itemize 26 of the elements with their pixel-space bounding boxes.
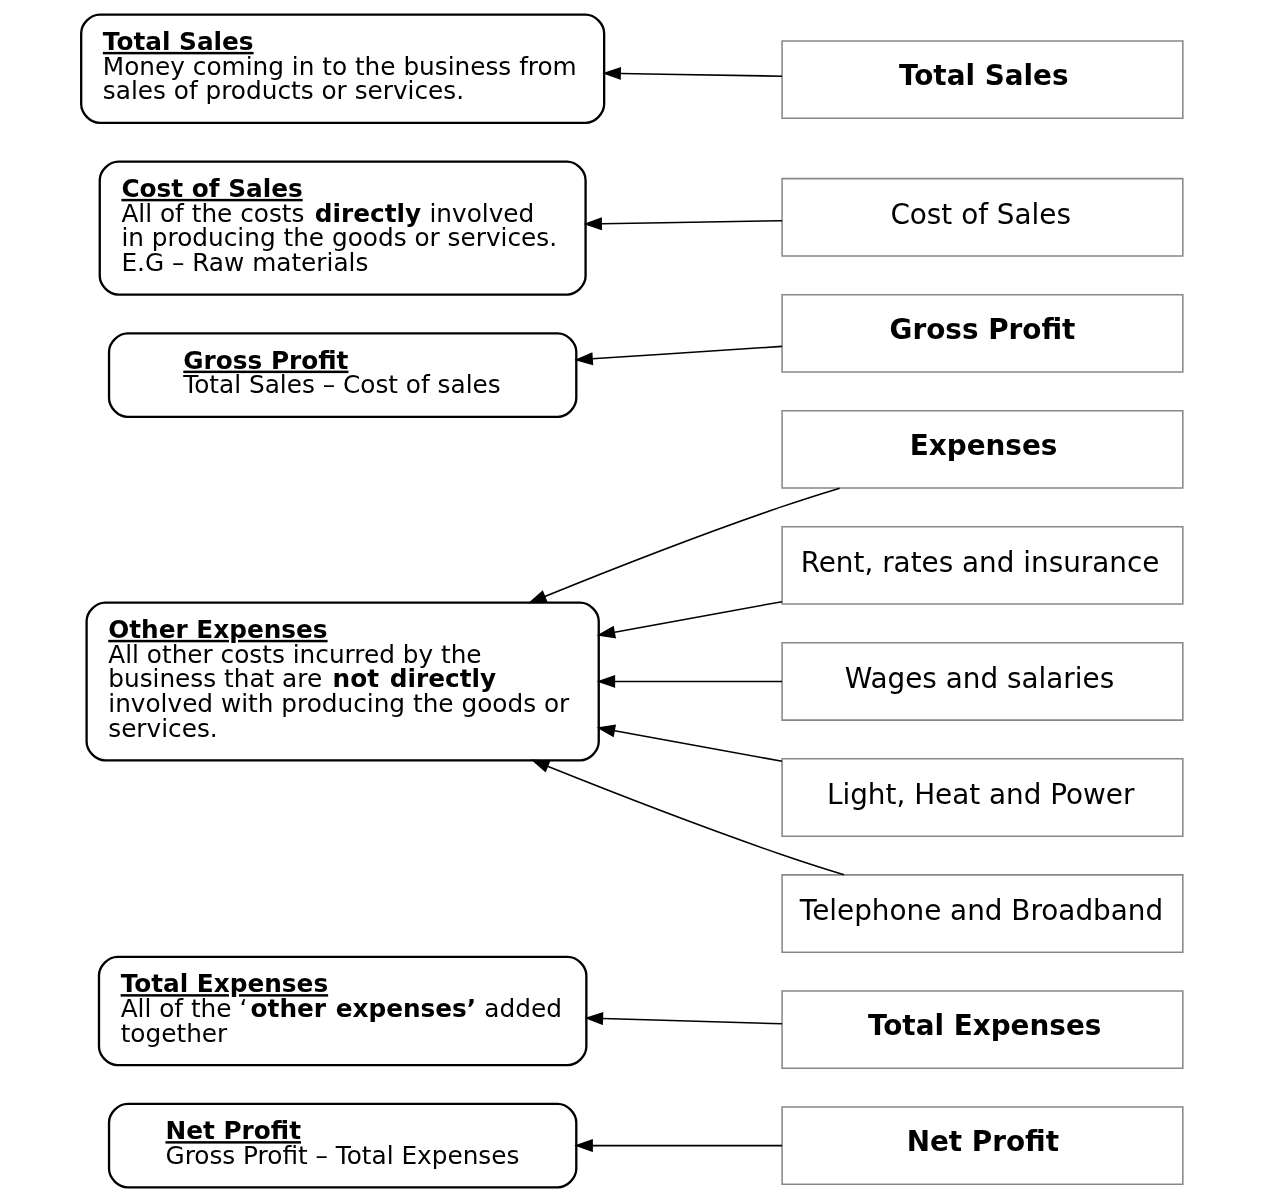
arrow — [574, 1139, 783, 1153]
node-box: Cost of Sales — [781, 177, 1184, 257]
node-box: Wages and salaries — [781, 642, 1184, 721]
arrow — [528, 487, 841, 604]
node-box: Gross Profit — [781, 293, 1184, 373]
arrow — [530, 759, 845, 876]
node-box: Net Profit Gross Profit – Total Expenses — [107, 1102, 578, 1189]
node-box: Total Sales — [781, 40, 1184, 120]
arrow — [596, 600, 783, 639]
arrow — [583, 217, 783, 231]
arrow — [602, 66, 783, 80]
arrow — [574, 345, 783, 366]
node-box: Rent, rates and insurance — [781, 525, 1184, 605]
arrow — [596, 724, 783, 763]
node-box: Total Expenses — [781, 990, 1184, 1070]
node-box: Telephone and Broadband — [781, 874, 1184, 953]
node-box: Net Profit — [781, 1106, 1184, 1186]
node-box: Gross Profit Total Sales – Cost of sales — [107, 332, 578, 419]
node-box: Total Expenses All of the ‘other expenses’ added together — [97, 955, 588, 1067]
arrow — [596, 674, 783, 688]
node-box: Cost of Sales All of the costs directly involved in producing the goods or services. E.G – Raw materials — [98, 160, 587, 296]
node-box: Expenses — [781, 409, 1184, 489]
node-box: Light, Heat and Power — [781, 758, 1184, 837]
arrow — [584, 1012, 783, 1026]
node-box: Total Sales Money coming in to the business from sales of products or services. — [80, 13, 606, 125]
node-box: Other Expenses All other costs incurred by the business that are not directly involved with producing the goods or services. — [85, 601, 600, 762]
